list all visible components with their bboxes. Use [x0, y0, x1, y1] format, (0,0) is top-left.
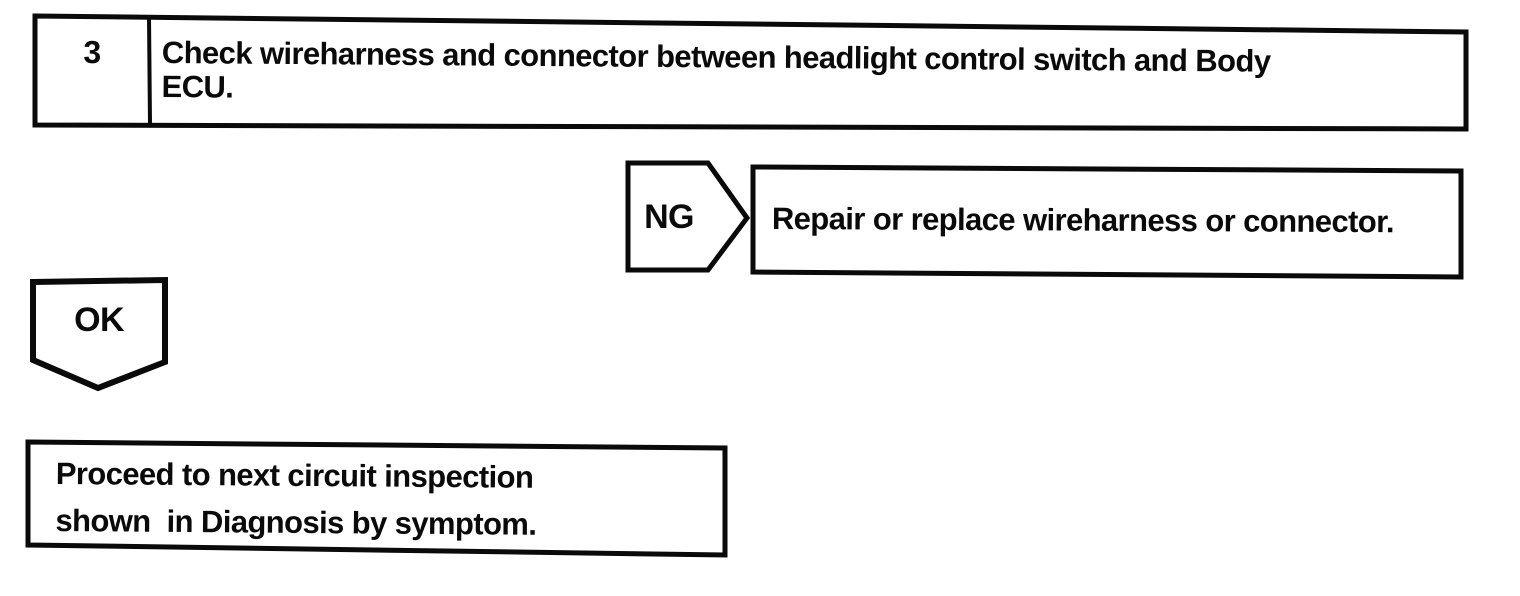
- ng-arrow-shape: [625, 160, 751, 273]
- ng-branch-label: NG: [644, 198, 694, 236]
- step-number: 3: [83, 33, 101, 71]
- ok-result-text: Proceed to next circuit inspection shown…: [55, 450, 716, 549]
- ok-result-line1: Proceed to next circuit inspection: [55, 455, 534, 495]
- ok-arrow-shape: [30, 276, 168, 392]
- ok-result-box-outline: [25, 439, 728, 558]
- ng-action-text: Repair or replace wireharness or connect…: [771, 201, 1395, 240]
- ok-result-line2: shown in Diagnosis by symptom.: [55, 502, 537, 542]
- step-box-divider: [147, 16, 152, 126]
- step-box-outline: [32, 13, 1469, 132]
- step-instruction: Check wireharness and connector between …: [161, 35, 1451, 114]
- ng-action-box-outline: [750, 164, 1464, 280]
- ok-branch-label: OK: [74, 301, 124, 339]
